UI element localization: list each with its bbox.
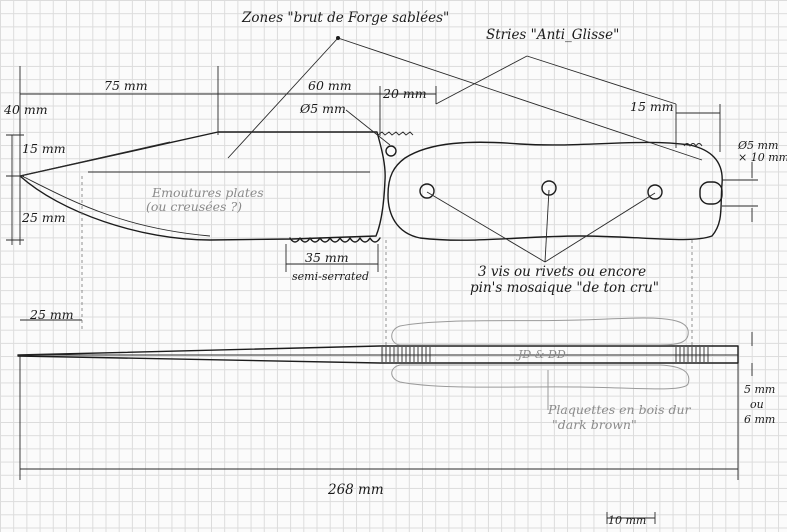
dim-25-left: 25 mm: [22, 210, 66, 225]
dim-15-right: 15 mm: [630, 99, 674, 114]
label-plaquettes-b: "dark brown": [552, 417, 637, 432]
profile-texture-left: [381, 347, 431, 362]
label-emoutures-b: (ou creusées ?): [146, 199, 243, 214]
profile-texture-right: [675, 347, 709, 362]
dim-thick-b: ou: [750, 398, 764, 411]
label-zones-brut: Zones "brut de Forge sablées": [242, 10, 450, 26]
blade-edge-line: [21, 175, 211, 237]
label-vis-b: pin's mosaique "de ton cru": [470, 280, 660, 296]
blade-hole: [385, 145, 397, 157]
spine-serrations: [377, 131, 414, 136]
dim-d5x10-a: Ø5 mm: [738, 139, 779, 152]
label-emoutures-a: Emoutures plates: [152, 185, 264, 200]
dim-d5x10-b: × 10 mm: [738, 151, 787, 164]
dim-20: 20 mm: [383, 86, 427, 101]
dim-268: 268 mm: [328, 482, 384, 498]
dim-40: 40 mm: [4, 102, 48, 117]
dim-35: 35 mm: [305, 250, 349, 265]
dim-15-left: 15 mm: [22, 141, 66, 156]
scale-10: 10 mm: [608, 514, 647, 527]
label-initials: JD & DD: [518, 348, 566, 361]
dim-25-bottom: 25 mm: [30, 307, 74, 322]
label-vis-a: 3 vis ou rivets ou encore: [478, 264, 647, 280]
profile-blade: [17, 345, 739, 364]
label-semi-serrated: semi-serrated: [292, 270, 370, 283]
handle-rivet-3: [647, 184, 663, 200]
label-stries: Stries "Anti_Glisse": [486, 27, 620, 43]
lanyard-slot: [699, 181, 723, 205]
scale-lower: [391, 364, 690, 390]
dim-thick-c: 6 mm: [744, 413, 776, 426]
dim-d5: Ø5 mm: [300, 101, 346, 116]
label-plaquettes-a: Plaquettes en bois dur: [548, 402, 691, 417]
handle-outline: [387, 141, 723, 241]
dim-60: 60 mm: [308, 78, 352, 93]
scale-upper: [391, 317, 689, 346]
dim-thick-a: 5 mm: [744, 383, 776, 396]
dim-75: 75 mm: [104, 78, 148, 93]
handle-rivet-1: [419, 183, 435, 199]
handle-texture-end: [683, 143, 703, 147]
serrated-edge: [289, 237, 381, 243]
blade-bevel-line: [19, 141, 171, 177]
